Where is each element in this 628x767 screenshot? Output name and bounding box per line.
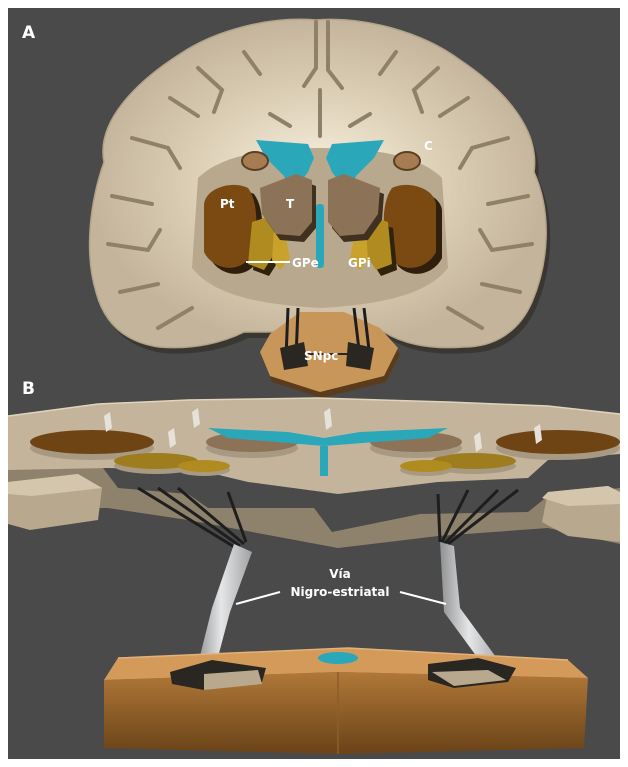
label-gpi: GPi [348, 256, 371, 270]
label-snpc: SNpc [304, 349, 338, 363]
label-putamen: Pt [220, 197, 235, 211]
midbrain-block [104, 648, 588, 754]
label-pathway-line2: Nigro-estriatal [291, 585, 390, 599]
label-caudate: C [424, 139, 433, 153]
label-pathway-line1: Vía [329, 567, 351, 581]
panel-a-letter: A [22, 23, 36, 43]
label-thalamus: T [286, 197, 295, 211]
label-gpe: GPe [292, 256, 319, 270]
panel-b-letter: B [22, 379, 35, 399]
basal-ganglia-figure: A C Pt T GPe GPi SNpc [8, 8, 620, 759]
